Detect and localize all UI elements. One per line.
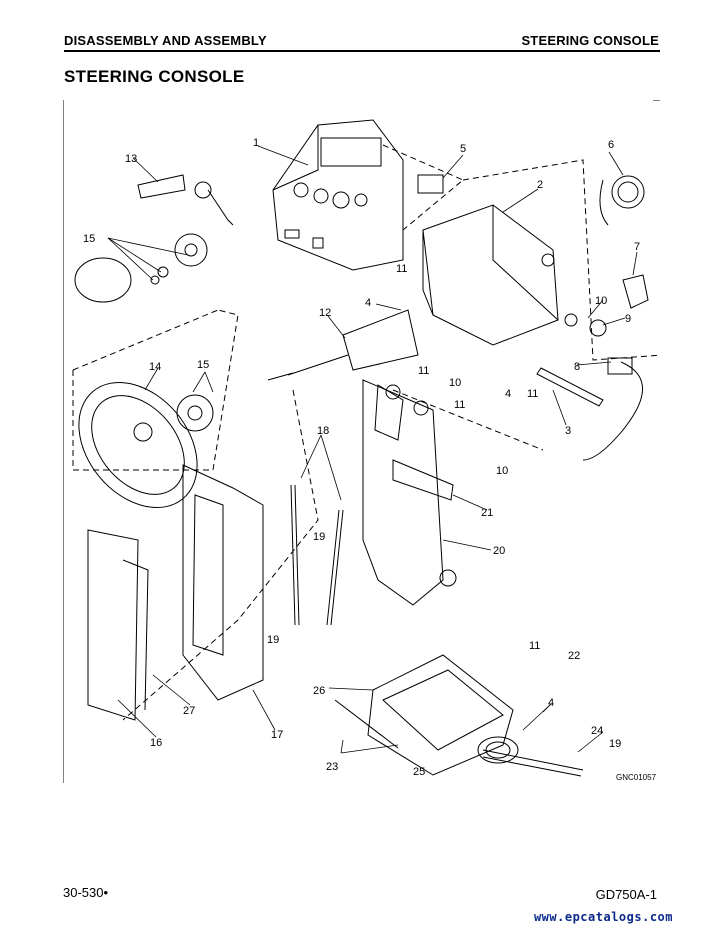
callout-19: 19 (313, 531, 325, 543)
callout-18: 18 (317, 425, 329, 437)
exploded-view-diagram: 1 2 3 4 4 4 5 6 7 8 9 10 10 10 11 11 11 … (63, 100, 660, 783)
callout-15: 15 (83, 233, 95, 245)
callout-17: 17 (271, 729, 283, 741)
callout-25: 25 (413, 766, 425, 778)
callout-2: 2 (537, 179, 543, 191)
callout-10: 10 (595, 295, 607, 307)
callout-5: 5 (460, 143, 466, 155)
model-number: GD750A-1 (595, 887, 657, 902)
callout-11: 11 (396, 263, 407, 275)
callout-11c: 11 (454, 399, 465, 411)
callout-24: 24 (591, 725, 603, 737)
page-title: STEERING CONSOLE (64, 67, 245, 86)
header-topic-title: STEERING CONSOLE (521, 33, 659, 48)
callout-11b: 11 (418, 365, 429, 377)
page-number: 30-530• (63, 885, 109, 900)
callout-8: 8 (574, 361, 580, 373)
callout-4c: 4 (548, 697, 554, 709)
callout-10c: 10 (496, 465, 508, 477)
callout-13: 13 (125, 153, 137, 165)
figure-code: GNC01057 (616, 773, 657, 782)
callout-9: 9 (625, 313, 631, 325)
callout-3: 3 (565, 425, 571, 437)
callout-7: 7 (634, 241, 640, 253)
header-section-title: DISASSEMBLY AND ASSEMBLY (64, 33, 267, 48)
callout-27: 27 (183, 705, 195, 717)
callout-10b: 10 (449, 377, 461, 389)
callout-4: 4 (365, 297, 371, 309)
callout-14: 14 (149, 361, 161, 373)
header-rule (64, 50, 660, 52)
callout-22: 22 (568, 650, 580, 662)
callout-26: 26 (313, 685, 325, 697)
callout-21: 21 (481, 507, 493, 519)
callout-15b: 15 (197, 359, 209, 371)
watermark-text: www.epcatalogs.com (533, 910, 673, 924)
callout-23: 23 (326, 761, 338, 773)
callout-11e: 11 (529, 640, 540, 652)
callout-1: 1 (253, 137, 259, 149)
callout-19c: 19 (609, 738, 621, 750)
callout-16: 16 (150, 737, 162, 749)
callout-20: 20 (493, 545, 505, 557)
callout-11d: 11 (527, 388, 538, 400)
callout-12: 12 (319, 307, 331, 319)
callout-6: 6 (608, 139, 614, 151)
callout-4b: 4 (505, 388, 511, 400)
callout-19b: 19 (267, 634, 279, 646)
